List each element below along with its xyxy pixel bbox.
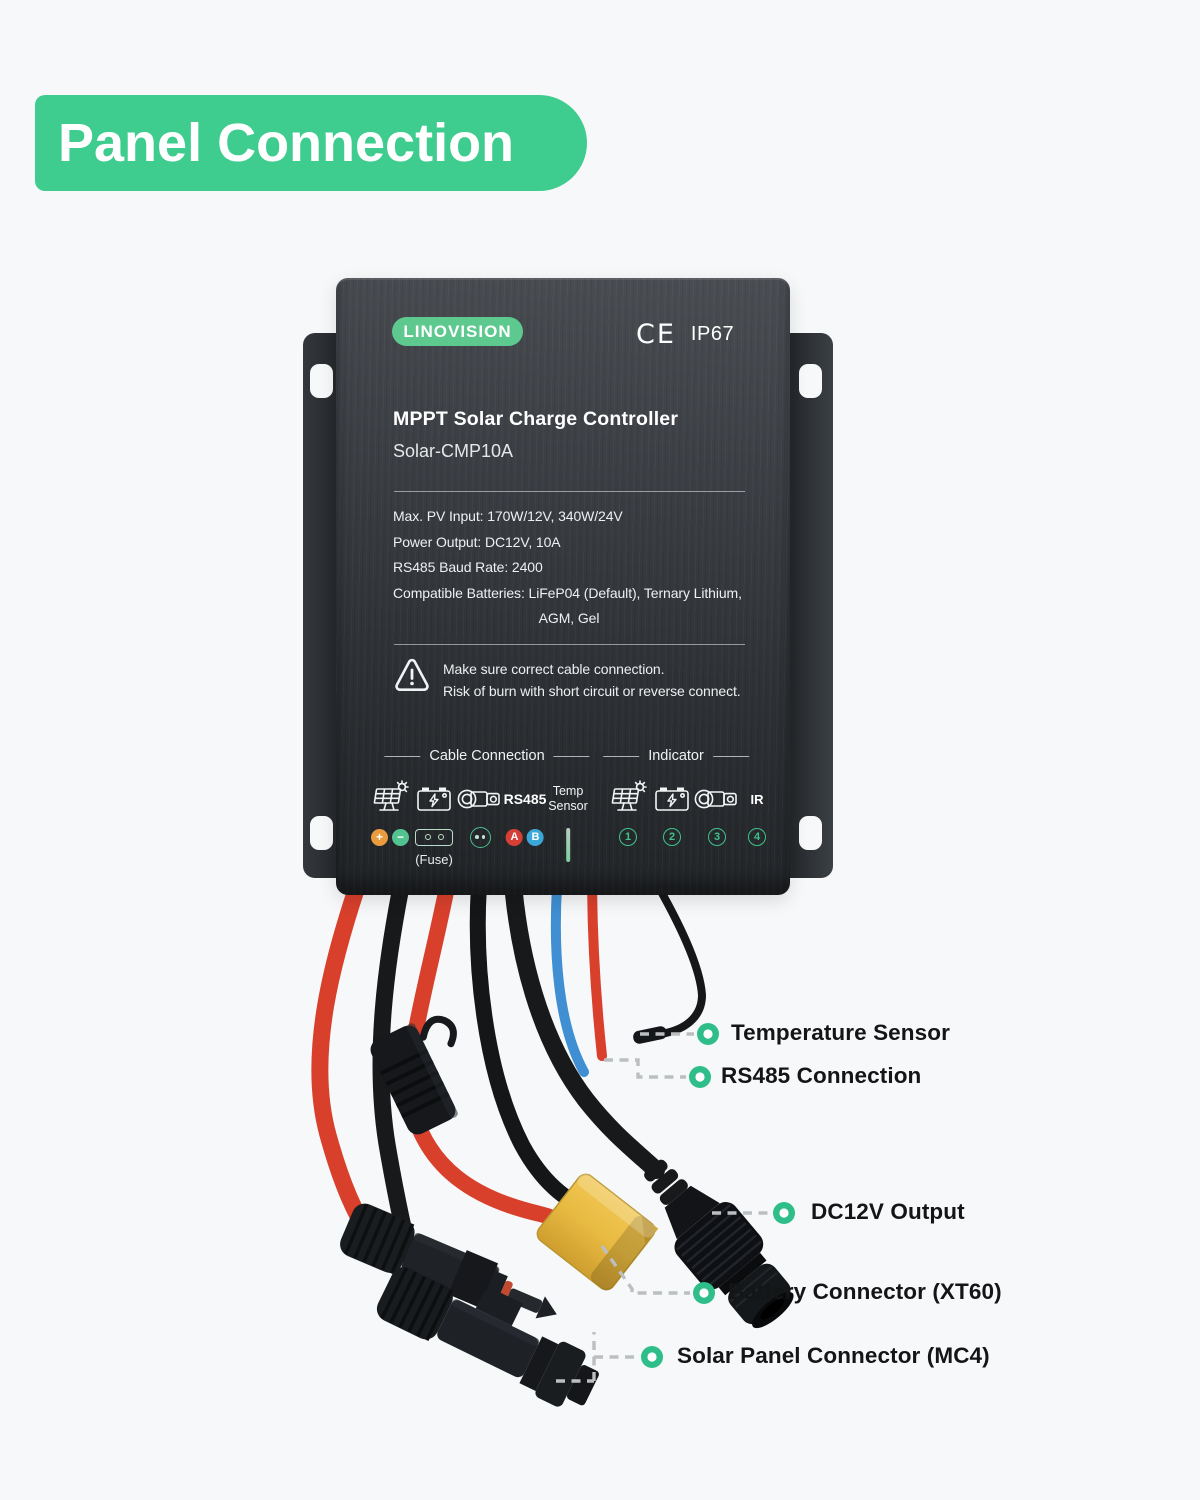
divider [394, 491, 745, 492]
temp-probe [633, 1026, 667, 1044]
bracket-hole [310, 816, 333, 850]
indicator-number-4: 4 [748, 828, 766, 846]
mount-bracket-left [303, 333, 340, 878]
section-title: Cable Connection [429, 748, 545, 764]
divider [394, 644, 745, 645]
device-title: MPPT Solar Charge Controller [393, 408, 679, 430]
certifications: CE IP67 [636, 319, 734, 350]
rs485-a-badge: A [506, 828, 523, 846]
solar-panel-icon [607, 776, 649, 822]
socket-symbol [469, 826, 491, 848]
mc4-connector-2 [376, 1267, 599, 1407]
port-output-connector [457, 776, 503, 849]
callout-dots [641, 1023, 795, 1368]
port-battery: (Fuse) [413, 776, 455, 867]
section-cable-connection: Cable Connection [384, 748, 590, 764]
warning-line: Risk of burn with short circuit or rever… [443, 683, 741, 699]
page-title: Panel Connection [58, 113, 515, 173]
device-model: Solar-CMP10A [393, 441, 514, 461]
callout-rs485-connection: RS485 Connection [721, 1063, 922, 1088]
indicator-ir: IR 4 [748, 776, 766, 849]
battery-icon [651, 776, 693, 822]
indicator-number-2: 2 [663, 828, 681, 846]
page-title-banner: Panel Connection [35, 95, 587, 191]
solar-panel-icon [369, 776, 411, 822]
ip-rating: IP67 [690, 323, 735, 345]
rs485-b-badge: B [527, 828, 544, 846]
mc4-connector-1 [340, 1203, 557, 1319]
callout-solar-panel-connector: Solar Panel Connector (MC4) [677, 1343, 990, 1368]
mount-bracket-right [790, 333, 833, 878]
warning-text: Make sure correct cable connection. Risk… [443, 657, 741, 702]
leader-lines [556, 1032, 770, 1383]
section-title: Indicator [648, 748, 704, 764]
controller-device: LINOVISION CE IP67 MPPT Solar Charge Con… [336, 278, 790, 895]
plug-connector-icon [457, 776, 503, 822]
minus-badge: − [392, 828, 409, 846]
fuse-symbol [415, 828, 453, 846]
port-solar-input: + − [369, 776, 411, 849]
brand-logo: LINOVISION [392, 317, 523, 346]
dc-output-connector [644, 1159, 794, 1329]
battery-icon [413, 776, 455, 822]
rs485-label: RS485 [503, 791, 547, 807]
callout-dc12v-output: DC12V Output [811, 1199, 965, 1224]
port-rs485: RS485 A B [503, 776, 547, 849]
xt60-connector [536, 1173, 659, 1291]
callout-temperature-sensor: Temperature Sensor [731, 1020, 950, 1045]
section-indicator: Indicator [603, 748, 749, 764]
warning-line: Make sure correct cable connection. [443, 661, 665, 677]
spec-line: AGM, Gel [538, 610, 600, 626]
dash-line [603, 755, 640, 757]
ce-mark: CE [636, 319, 676, 350]
warning-note: Make sure correct cable connection. Risk… [394, 657, 741, 702]
bracket-hole [799, 364, 822, 398]
fuse-label: (Fuse) [415, 852, 453, 867]
indicator-battery: 2 [651, 776, 693, 849]
warning-icon [395, 658, 429, 691]
indicator-number-3: 3 [708, 828, 726, 846]
bracket-hole [310, 364, 333, 398]
temp-sensor-label: Temp Sensor [548, 784, 588, 813]
dash-line [553, 755, 590, 757]
spec-line: Max. PV Input: 170W/12V, 340W/24V [393, 508, 623, 524]
plus-badge: + [371, 828, 388, 846]
spec-line: Compatible Batteries: LiFeP04 (Default),… [393, 584, 742, 601]
callout-battery-connector: Battery Connector (XT60) [728, 1279, 1002, 1304]
plug-connector-icon [694, 776, 740, 822]
bracket-hole [799, 816, 822, 850]
dash-line [384, 755, 421, 757]
spec-line: RS485 Baud Rate: 2400 [393, 559, 543, 575]
fuse-holder [370, 1015, 458, 1135]
ir-label: IR [750, 791, 764, 807]
indicator-solar: 1 [607, 776, 649, 849]
spec-list: Max. PV Input: 170W/12V, 340W/24V Power … [393, 504, 745, 632]
port-temp-sensor: Temp Sensor [548, 776, 588, 862]
indicator-number-1: 1 [619, 828, 637, 846]
spec-line: Power Output: DC12V, 10A [393, 533, 561, 550]
temp-probe-symbol [565, 828, 570, 862]
dash-line [712, 755, 749, 757]
indicator-output: 3 [694, 776, 740, 849]
